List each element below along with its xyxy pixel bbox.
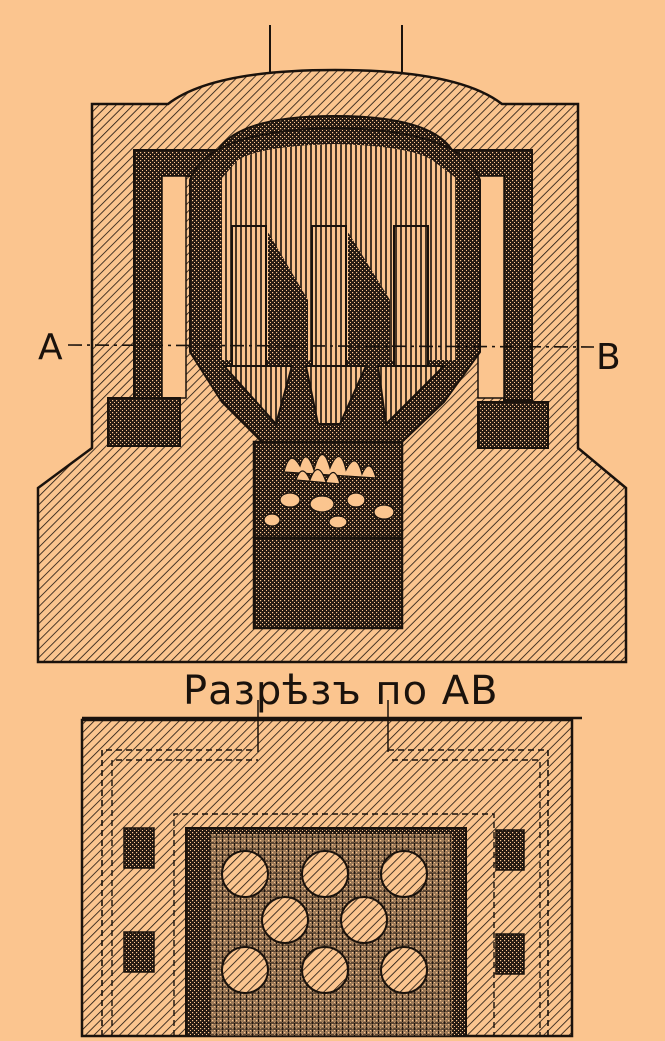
retort-circle — [261, 896, 309, 944]
fire-flames — [283, 453, 377, 485]
base-block — [477, 401, 549, 449]
label-point-b: B — [596, 337, 621, 378]
retort-circle — [301, 850, 349, 898]
retort-circle — [340, 896, 388, 944]
plan-dashed-outline — [101, 749, 549, 1036]
side-channel — [477, 175, 505, 399]
flue-opening — [123, 931, 155, 973]
retort-circle — [221, 946, 269, 994]
plan-dashed-outline — [111, 759, 541, 1036]
flue-opening — [495, 933, 525, 975]
retort-funnel — [221, 365, 294, 427]
retort — [231, 225, 267, 367]
retort-funnel — [376, 365, 447, 427]
section-caption: Разрѣзъ по AB — [183, 668, 499, 714]
plan-dashed-outline — [173, 813, 495, 1036]
flame-passage — [348, 232, 390, 362]
retort — [393, 225, 429, 367]
ash-pit — [258, 542, 398, 624]
side-channel — [161, 175, 187, 399]
coal-bed — [263, 492, 395, 529]
retort-circle — [301, 946, 349, 994]
retort-funnel — [304, 365, 368, 425]
base-block — [107, 397, 181, 447]
section-line-ab — [67, 344, 595, 348]
retort-cross-sections — [221, 850, 428, 994]
label-point-a: A — [38, 327, 63, 368]
retort-circle — [221, 850, 269, 898]
flame-passage — [268, 232, 308, 362]
retort-circle — [380, 946, 428, 994]
retort-circle — [380, 850, 428, 898]
section-plan — [80, 700, 582, 1038]
retort — [311, 225, 347, 367]
flue-opening — [495, 829, 525, 871]
furnace-elevation — [36, 25, 628, 664]
flue-opening — [123, 827, 155, 869]
